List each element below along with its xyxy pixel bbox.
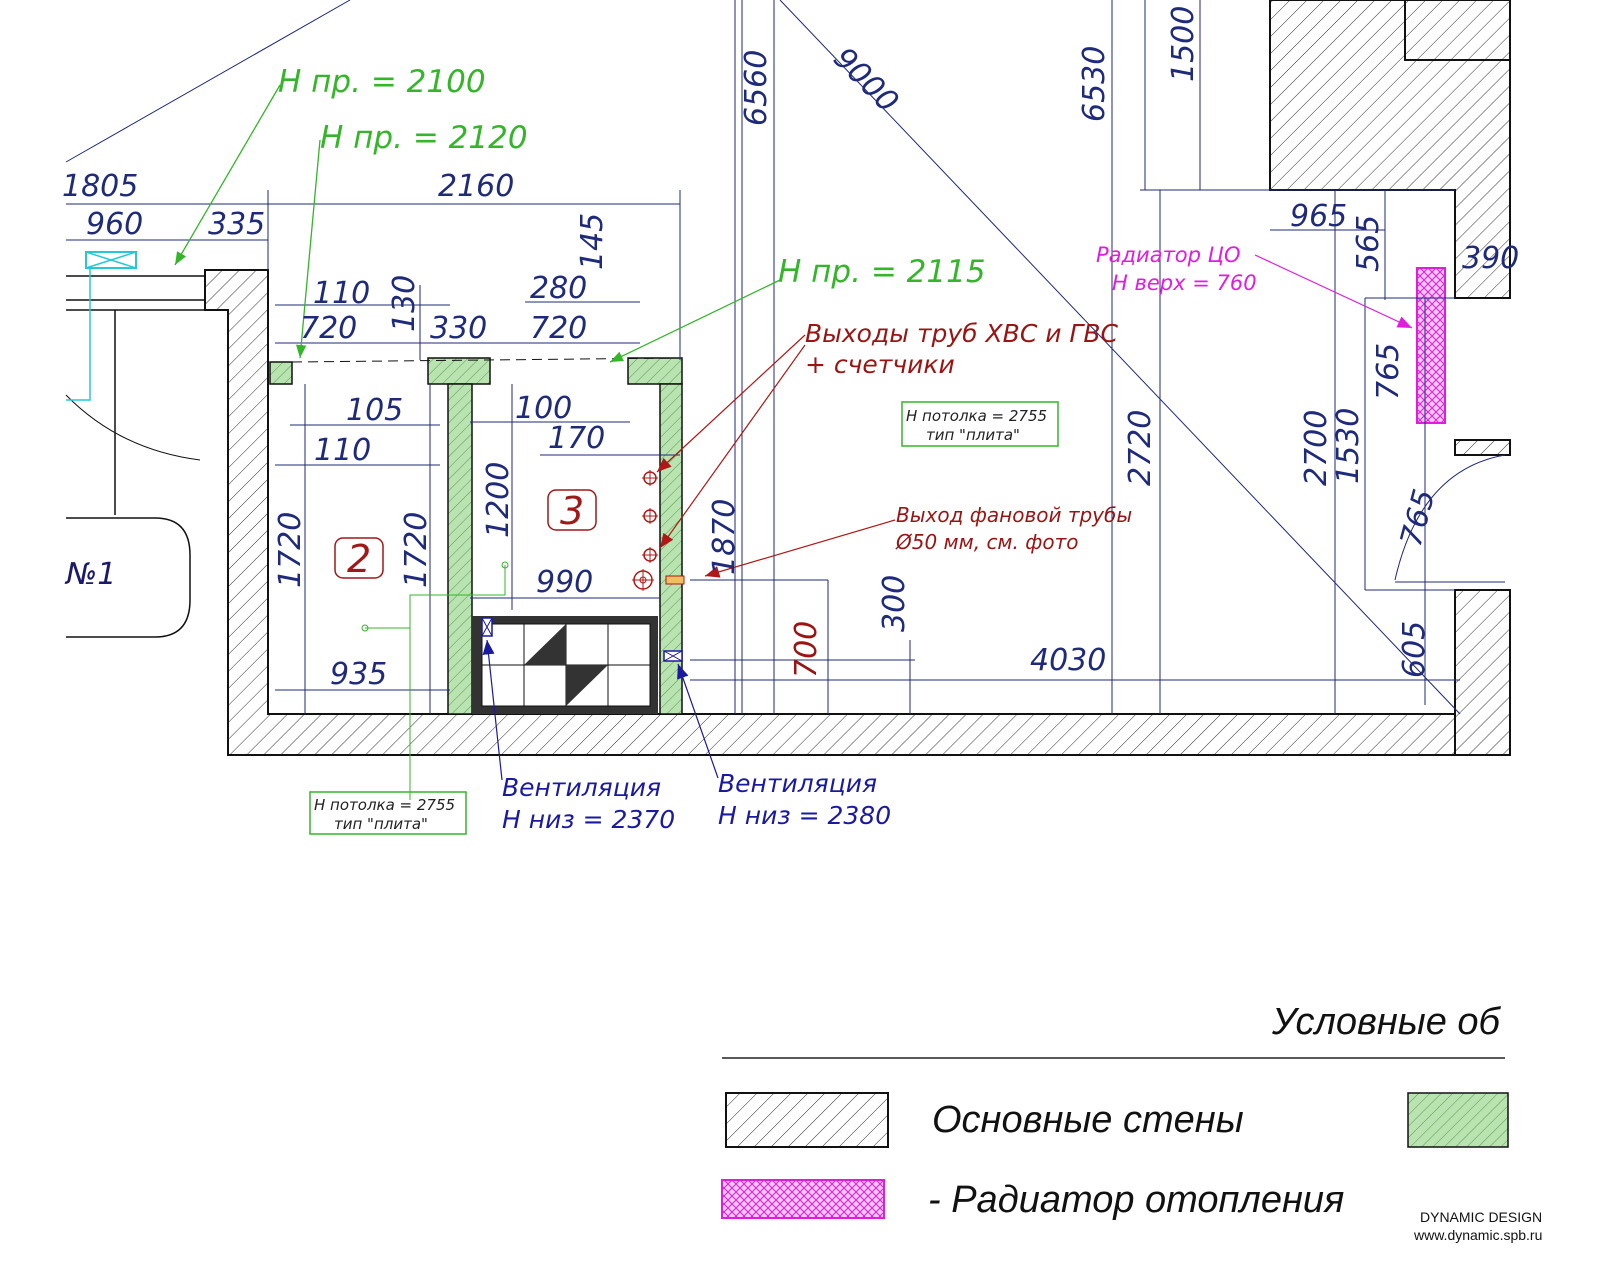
drain-outlet-icon xyxy=(632,569,654,591)
main-walls xyxy=(204,0,1511,756)
dim-990: 990 xyxy=(536,565,593,600)
dim-6560: 6560 xyxy=(739,50,774,126)
height-note-2115: Н пр. = 2115 xyxy=(778,254,986,290)
dim-2720: 2720 xyxy=(1123,410,1158,486)
shower-tray xyxy=(472,616,658,714)
dim-105: 105 xyxy=(346,393,403,428)
room-number-3: 3 xyxy=(560,489,584,533)
pipes-note-line1: Выходы труб ХВС и ГВС xyxy=(805,319,1118,348)
dimension-lines xyxy=(66,0,1506,715)
dim-960: 960 xyxy=(86,207,143,242)
drain-note-line2: Ø50 мм, см. фото xyxy=(895,530,1078,554)
dim-4030: 4030 xyxy=(1030,643,1106,678)
dim-110-top: 110 xyxy=(313,276,370,311)
dim-605: 605 xyxy=(1397,621,1432,678)
dim-1720-right: 1720 xyxy=(399,512,434,588)
dim-1200: 1200 xyxy=(481,462,516,538)
dim-300: 300 xyxy=(877,575,912,632)
ceiling-note2-line2: тип "плита" xyxy=(334,815,428,833)
dim-9000: 9000 xyxy=(826,41,905,120)
drain-pipe-icon xyxy=(665,575,685,585)
dim-565: 565 xyxy=(1351,215,1386,272)
legend-wall-swatch xyxy=(725,1092,889,1148)
dim-935: 935 xyxy=(330,657,387,692)
pipe-outlets xyxy=(632,334,896,591)
dim-6530: 6530 xyxy=(1077,46,1112,122)
height-leaders xyxy=(174,84,781,800)
room-number-2: 2 xyxy=(347,537,371,581)
dim-1870: 1870 xyxy=(707,499,742,575)
ceiling-note-box xyxy=(309,791,467,835)
dim-2160: 2160 xyxy=(438,169,514,204)
dim-335: 335 xyxy=(208,207,265,242)
height-note-2120: Н пр. = 2120 xyxy=(320,120,528,156)
legend-radiator-label: - Радиатор отопления xyxy=(928,1179,1344,1221)
room-number-1: №1 xyxy=(64,557,116,592)
radiator-leader xyxy=(1254,254,1413,329)
dim-765-upper: 765 xyxy=(1371,343,1406,400)
dim-2700: 2700 xyxy=(1299,410,1334,486)
building-outline xyxy=(65,0,351,638)
ceiling-note2-line1: Н потолка = 2755 xyxy=(314,796,455,814)
vent-markers xyxy=(481,617,719,781)
vent1-height: Н низ = 2370 xyxy=(502,805,675,834)
dim-1805: 1805 xyxy=(62,169,138,204)
legend-walls-label: Основные стены xyxy=(932,1099,1244,1141)
vent1-label: Вентиляция xyxy=(502,773,661,802)
dim-130: 130 xyxy=(387,275,422,332)
dim-1720-left: 1720 xyxy=(273,512,308,588)
dim-1530: 1530 xyxy=(1331,408,1366,484)
window-icon xyxy=(85,251,137,269)
pipe-outlet-icon xyxy=(642,547,658,563)
height-note-2100: Н пр. = 2100 xyxy=(278,64,486,100)
ceiling-note-line1: Н потолка = 2755 xyxy=(906,407,1047,425)
dim-720-left: 720 xyxy=(300,311,357,346)
dim-1500: 1500 xyxy=(1166,6,1201,82)
pipe-outlet-icon xyxy=(642,508,658,524)
legend: Условные об Основные стены - Радиатор от… xyxy=(721,1001,1509,1221)
ceiling-note-line2: тип "плита" xyxy=(926,426,1020,444)
brand-url: www.dynamic.spb.ru xyxy=(1413,1227,1542,1243)
room-3-frame xyxy=(547,489,597,531)
dim-765-lower: 765 xyxy=(1394,486,1443,550)
brand-name: DYNAMIC DESIGN xyxy=(1420,1209,1542,1225)
legend-radiator-swatch xyxy=(721,1179,885,1219)
vent2-height: Н низ = 2380 xyxy=(718,801,891,830)
dim-170: 170 xyxy=(548,421,605,456)
dim-145: 145 xyxy=(575,213,610,270)
dim-110-bottom: 110 xyxy=(314,433,371,468)
dim-720-right: 720 xyxy=(530,311,587,346)
radiator-symbol xyxy=(1416,267,1446,424)
dim-280: 280 xyxy=(530,271,587,306)
ceiling-note-box xyxy=(901,401,1059,447)
dim-330: 330 xyxy=(430,311,487,346)
pipe-outlet-icon xyxy=(642,470,658,486)
radiator-note-line1: Радиатор ЦО xyxy=(1096,243,1241,267)
dim-965: 965 xyxy=(1290,199,1347,234)
radiator-note-line2: Н верх = 760 xyxy=(1112,271,1257,295)
dim-100: 100 xyxy=(515,391,572,426)
room-2-frame xyxy=(334,537,384,579)
legend-title: Условные об xyxy=(1271,1001,1502,1043)
dim-700: 700 xyxy=(789,621,824,678)
legend-partition-swatch xyxy=(1407,1092,1509,1148)
drain-note-line1: Выход фановой трубы xyxy=(896,503,1132,527)
pipes-note-line2: + счетчики xyxy=(805,350,955,379)
dim-390: 390 xyxy=(1462,241,1519,276)
vent2-label: Вентиляция xyxy=(718,769,877,798)
